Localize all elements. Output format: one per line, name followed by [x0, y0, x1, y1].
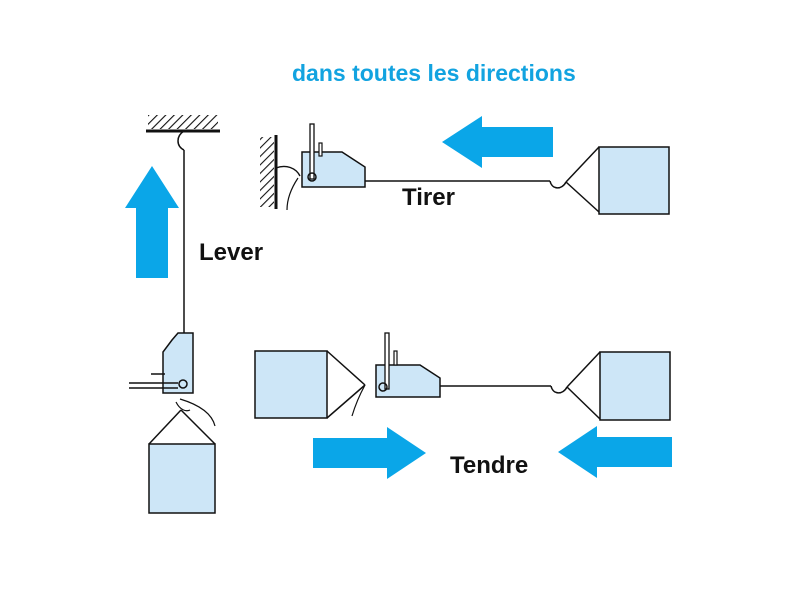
hoist-icon — [301, 123, 366, 188]
load-icon — [254, 350, 366, 419]
load-icon — [565, 146, 670, 215]
load-icon — [566, 351, 671, 421]
arrow-right-icon — [313, 427, 426, 479]
label-tendre: Tendre — [450, 452, 529, 479]
tension-scenario — [254, 332, 672, 479]
lift-scenario — [125, 115, 220, 514]
arrow-up-icon — [125, 166, 179, 278]
diagram-heading: dans toutes les directions — [292, 60, 576, 86]
arrow-left-icon — [558, 426, 672, 478]
hoist-icon — [129, 332, 216, 427]
label-lever: Lever — [199, 239, 264, 266]
label-tirer: Tirer — [402, 184, 455, 211]
pull-scenario — [260, 116, 670, 215]
arrow-left-icon — [442, 116, 553, 168]
wall-anchor-icon — [260, 135, 301, 211]
load-icon — [148, 409, 216, 514]
ceiling-anchor-icon — [146, 115, 220, 151]
hoist-icon — [375, 332, 441, 398]
